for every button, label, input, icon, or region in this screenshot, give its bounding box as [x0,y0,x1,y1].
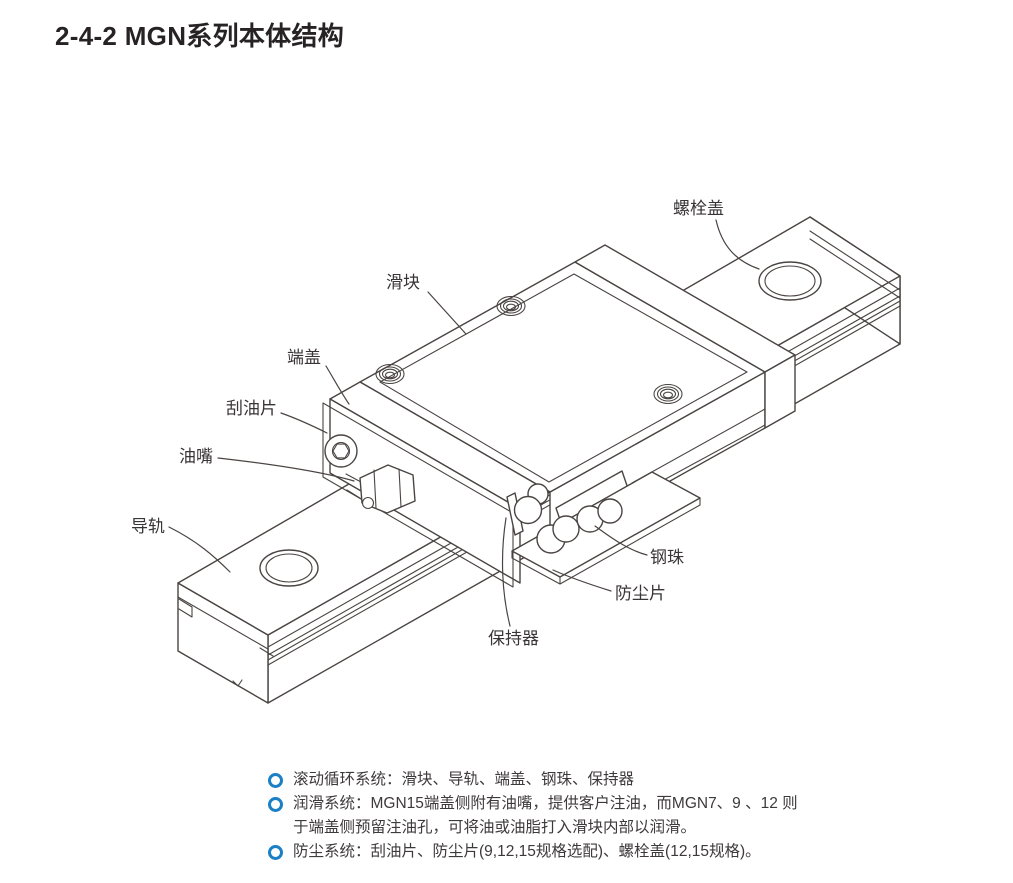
note-text: 防尘系统：刮油片、防尘片(9,12,15规格选配)、螺栓盖(12,15规格)。 [293,840,761,864]
page-title: 2-4-2 MGN系列本体结构 [55,21,345,51]
leader-steel-ball [594,525,648,556]
label-bolt-cover: 螺栓盖 [673,199,724,218]
label-slider-block: 滑块 [386,273,420,292]
leader-grease-nipple [217,457,355,482]
oil-scraper-drawing [322,402,514,588]
rail-hole [259,549,319,587]
end-cap-screw [324,434,358,468]
bullet-icon [268,845,283,860]
leader-retainer [501,517,511,627]
label-retainer: 保持器 [488,629,539,648]
rail-hole-bolt-cover [758,261,822,301]
note-line: 防尘系统：刮油片、防尘片(9,12,15规格选配)、螺栓盖(12,15规格)。 [293,843,761,860]
list-item: 滚动循环系统：滑块、导轨、端盖、钢珠、保持器 [268,768,828,792]
label-grease-nipple: 油嘴 [179,447,213,466]
threaded-hole [375,295,683,405]
label-steel-ball: 钢珠 [650,548,684,567]
list-item: 润滑系统：MGN15端盖侧附有油嘴，提供客户注油，而MGN7、9 、12 则 于… [268,792,828,840]
grease-nipple-drawing [345,464,416,514]
note-line: 润滑系统：MGN15端盖侧附有油嘴，提供客户注油，而MGN7、9 、12 则 [293,795,798,812]
note-text: 滚动循环系统：滑块、导轨、端盖、钢珠、保持器 [293,768,634,792]
leader-bolt-cover [715,219,760,270]
list-item: 防尘系统：刮油片、防尘片(9,12,15规格选配)、螺栓盖(12,15规格)。 [268,840,828,864]
leader-end-cap [325,365,350,405]
note-line: 于端盖侧预留注油孔，可将油或油脂打入滑块内部以润滑。 [293,819,697,836]
note-line: 滚动循环系统：滑块、导轨、端盖、钢珠、保持器 [293,771,635,788]
label-end-cap: 端盖 [287,348,321,367]
leader-dust-plate [552,569,612,592]
bullet-icon [268,773,283,788]
notes-list: 滚动循环系统：滑块、导轨、端盖、钢珠、保持器 润滑系统：MGN15端盖侧附有油嘴… [268,768,828,864]
leader-oil-scraper [280,412,328,434]
label-dust-plate: 防尘片 [615,584,666,603]
part-labels: 螺栓盖 滑块 端盖 刮油片 油嘴 导轨 钢珠 防尘片 保持器 [131,199,724,648]
note-text: 润滑系统：MGN15端盖侧附有油嘴，提供客户注油，而MGN7、9 、12 则 于… [293,792,798,840]
leader-lines [168,219,760,627]
label-guide-rail: 导轨 [131,517,165,536]
bullet-icon [268,797,283,812]
label-oil-scraper: 刮油片 [226,399,277,418]
leader-slider [427,291,467,335]
leader-guide-rail [168,526,231,573]
steel-balls-drawing [513,483,623,554]
